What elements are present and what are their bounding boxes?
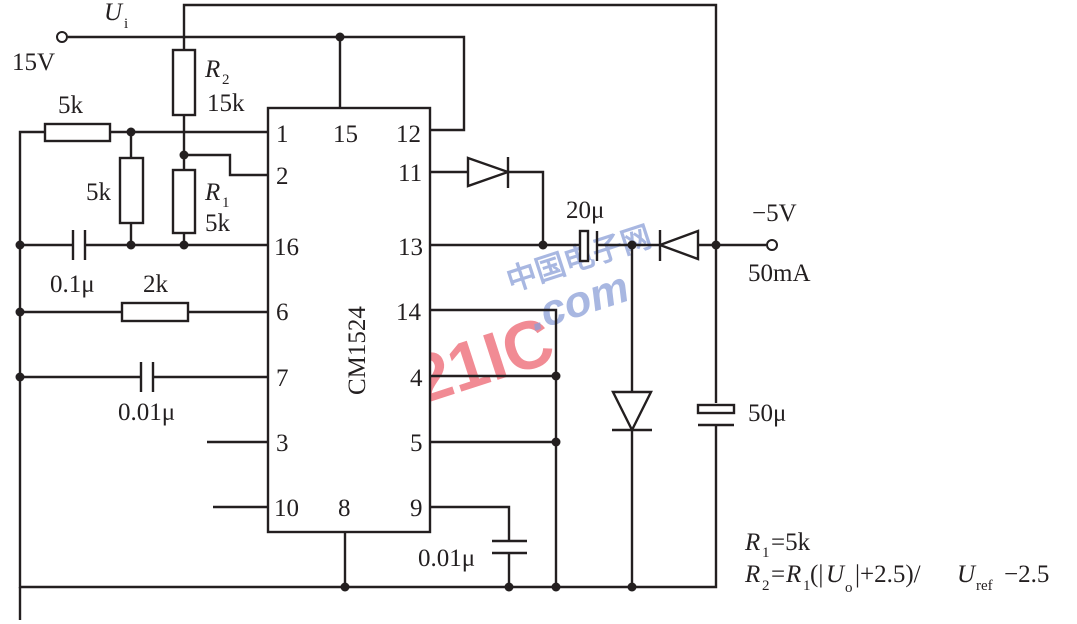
- watermark: 21IC 中国电子网 .com: [402, 220, 655, 419]
- svg-text:R: R: [744, 529, 760, 556]
- resistor-r2: [171, 48, 197, 117]
- input-voltage: 15V: [12, 49, 55, 76]
- svg-text:o: o: [845, 580, 853, 596]
- capacitor-20u: [578, 229, 599, 263]
- input-label-sub: i: [124, 16, 128, 32]
- pin-16: 16: [274, 234, 299, 261]
- r-6-value: 2k: [143, 271, 169, 298]
- output-current: 50mA: [748, 260, 811, 287]
- capacitor-50u: [696, 403, 736, 427]
- ic-label: CM1524: [344, 306, 371, 395]
- output-terminal: [766, 239, 778, 251]
- resistor-5k-top: [43, 122, 112, 143]
- input-terminal: [56, 31, 68, 43]
- pin-12: 12: [396, 121, 421, 148]
- r1-name: R: [204, 179, 220, 206]
- pin-4: 4: [410, 365, 423, 392]
- r1-value: 5k: [205, 210, 231, 237]
- r2-value: 15k: [207, 90, 245, 117]
- junctions: [15, 32, 721, 592]
- svg-text:1: 1: [762, 545, 770, 561]
- pin-14: 14: [396, 299, 422, 326]
- pin-5: 5: [410, 430, 423, 457]
- c-9-value: 0.01μ: [418, 545, 475, 572]
- svg-text:|+2.5)/: |+2.5)/: [855, 561, 921, 588]
- r2-name: R: [204, 56, 220, 83]
- wires: [18, 3, 766, 620]
- diode-ground: [611, 390, 653, 433]
- pin-7: 7: [276, 365, 289, 392]
- pin-13: 13: [398, 234, 423, 261]
- svg-text:=5k: =5k: [771, 529, 811, 556]
- capacitor-0.01u-pin9: [492, 539, 527, 555]
- pin-10: 10: [274, 495, 299, 522]
- svg-text:U: U: [826, 561, 846, 588]
- r1-sub: 1: [222, 195, 230, 211]
- svg-text:ref: ref: [976, 578, 993, 594]
- output-voltage: −5V: [752, 200, 797, 227]
- pin-11: 11: [398, 160, 422, 187]
- formula-r2: R 2 = R 1 (| U o |+2.5)/ U ref −2.5: [744, 561, 1049, 596]
- pin-9: 9: [410, 495, 423, 522]
- pin-6: 6: [276, 299, 289, 326]
- svg-text:R: R: [744, 561, 760, 588]
- diode-output: [656, 229, 700, 261]
- resistor-r1: [171, 168, 197, 235]
- pin-8: 8: [338, 495, 351, 522]
- r-mid-value: 5k: [86, 179, 112, 206]
- c-out-value: 50μ: [748, 400, 786, 427]
- resistor-2k: [120, 301, 190, 323]
- pin-2: 2: [276, 163, 289, 190]
- pin-3: 3: [276, 430, 289, 457]
- svg-text:U: U: [957, 561, 977, 588]
- svg-text:2: 2: [762, 578, 770, 594]
- r-top-value: 5k: [58, 92, 84, 119]
- svg-text:R: R: [785, 561, 801, 588]
- input-label: U: [104, 0, 124, 26]
- c-7-value: 0.01μ: [118, 399, 175, 426]
- ic-pin-labels: 1 2 16 6 7 3 10 15 8 12 11 13 14 4 5 9: [274, 121, 423, 522]
- resistor-5k-mid: [118, 156, 145, 225]
- ic-cm1524: [266, 106, 432, 534]
- c-timing-value: 0.1μ: [50, 271, 95, 298]
- capacitor-0.01u-pin7: [139, 362, 155, 392]
- r2-sub: 2: [222, 72, 230, 88]
- svg-text:1: 1: [803, 578, 811, 594]
- capacitor-0.1u: [71, 230, 87, 260]
- svg-text:(|: (|: [810, 561, 823, 588]
- formula-r1: R 1 =5k: [744, 529, 811, 561]
- c-pump-value: 20μ: [566, 197, 604, 224]
- pin-15: 15: [333, 121, 358, 148]
- diode-pin11: [466, 156, 512, 188]
- svg-text:=: =: [771, 561, 785, 588]
- pin-1: 1: [276, 121, 289, 148]
- svg-text:−2.5: −2.5: [1004, 561, 1049, 588]
